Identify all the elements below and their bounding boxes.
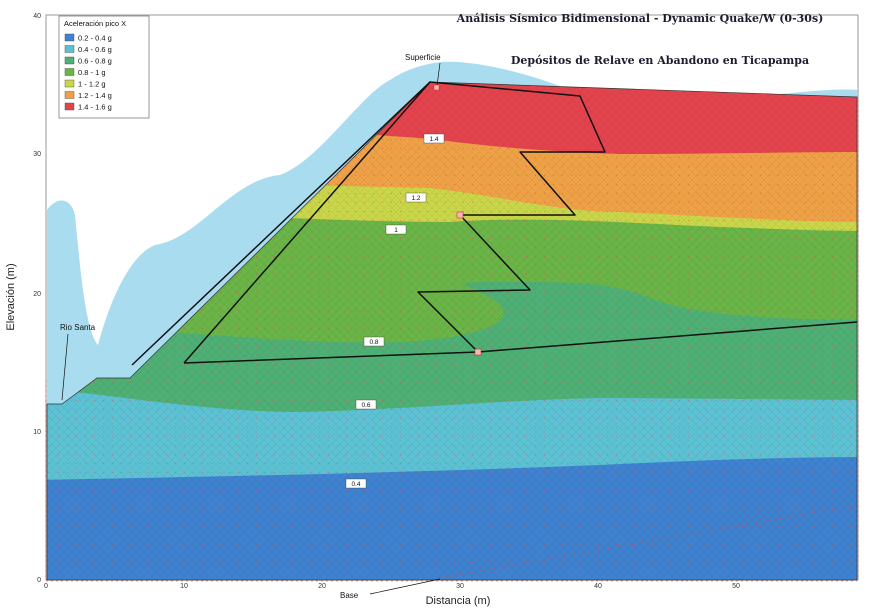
contour-label-1: 1 bbox=[385, 224, 407, 235]
legend-swatch-6 bbox=[64, 102, 75, 111]
svg-text:0.4: 0.4 bbox=[351, 481, 360, 488]
legend-items: 0.2 - 0.4 g 0.4 - 0.6 g 0.6 - 0.8 g 0.8 - 1… bbox=[64, 33, 112, 112]
annotation-base: Base bbox=[340, 578, 441, 600]
x-tick-40: 40 bbox=[594, 583, 602, 590]
x-tick-50: 50 bbox=[732, 583, 740, 590]
x-axis: 0 10 20 30 40 50 Distancia (m) bbox=[44, 583, 740, 607]
contour-label-0.8: 0.8 bbox=[363, 336, 385, 347]
y-tick-0: 0 bbox=[37, 577, 41, 584]
y-tick-20: 20 bbox=[33, 291, 41, 298]
y-axis: 0 10 20 30 40 Elevación (m) bbox=[5, 13, 41, 584]
chart-title: Análisis Sísmico Bidimensional - Dynamic… bbox=[456, 12, 824, 25]
legend-title: Aceleración pico X bbox=[64, 19, 126, 28]
slip-surface-boundary bbox=[131, 81, 479, 366]
x-tick-0: 0 bbox=[44, 583, 48, 590]
x-axis-label: Distancia (m) bbox=[426, 595, 491, 607]
contour-label-1.4: 1.4 bbox=[423, 133, 445, 144]
y-axis-label: Elevación (m) bbox=[5, 263, 17, 330]
svg-text:1: 1 bbox=[394, 227, 398, 234]
svg-text:1.4: 1.4 bbox=[429, 136, 438, 143]
legend-label-1: 0.4 - 0.6 g bbox=[78, 45, 112, 54]
annotation-superficie: Superficie bbox=[405, 53, 441, 91]
legend-box bbox=[58, 15, 150, 119]
svg-text:Base: Base bbox=[340, 591, 359, 600]
legend-swatch-0 bbox=[64, 33, 75, 42]
x-tick-10: 10 bbox=[180, 583, 188, 590]
contour-label-1.2: 1.2 bbox=[405, 192, 427, 203]
contour-label-0.6: 0.6 bbox=[355, 399, 377, 410]
y-tick-30: 30 bbox=[33, 151, 41, 158]
legend-swatch-1 bbox=[64, 45, 75, 53]
legend-label-2: 0.6 - 0.8 g bbox=[78, 57, 112, 66]
boundary-markers bbox=[45, 90, 859, 582]
legend-swatch-3 bbox=[64, 68, 75, 76]
contour-labels: 1.4 1.2 1 0.8 0.6 0.4 bbox=[345, 133, 445, 489]
legend-label-0: 0.2 - 0.4 g bbox=[78, 34, 112, 43]
legend-label-6: 1.4 - 1.6 g bbox=[78, 103, 112, 112]
svg-text:Superficie: Superficie bbox=[405, 53, 441, 62]
slip-marker-lower bbox=[474, 348, 482, 356]
svg-text:1.2: 1.2 bbox=[411, 195, 420, 202]
x-tick-20: 20 bbox=[318, 583, 326, 590]
chart-subtitle: Depósitos de Relave en Abandono en Ticap… bbox=[511, 54, 809, 67]
legend-swatch-4 bbox=[64, 79, 75, 88]
legend: Aceleración pico X 0.2 - 0.4 g 0.4 - 0.6 … bbox=[58, 15, 150, 119]
slip-surface-line bbox=[183, 81, 858, 364]
svg-text:0.6: 0.6 bbox=[361, 402, 370, 409]
legend-swatch-2 bbox=[64, 56, 75, 65]
annotation-rio-santa: Rio Santa bbox=[60, 323, 96, 401]
legend-swatch-5 bbox=[64, 91, 75, 99]
legend-label-3: 0.8 - 1 g bbox=[78, 68, 106, 77]
svg-text:0.8: 0.8 bbox=[369, 339, 378, 346]
legend-label-4: 1 - 1.2 g bbox=[78, 80, 106, 89]
svg-text:Rio Santa: Rio Santa bbox=[60, 323, 96, 332]
contour-label-0.4: 0.4 bbox=[345, 478, 367, 489]
slip-marker-upper bbox=[456, 211, 464, 219]
y-tick-10: 10 bbox=[33, 429, 41, 436]
x-tick-30: 30 bbox=[456, 583, 464, 590]
y-tick-40: 40 bbox=[33, 13, 41, 20]
legend-label-5: 1.2 - 1.4 g bbox=[78, 91, 112, 100]
